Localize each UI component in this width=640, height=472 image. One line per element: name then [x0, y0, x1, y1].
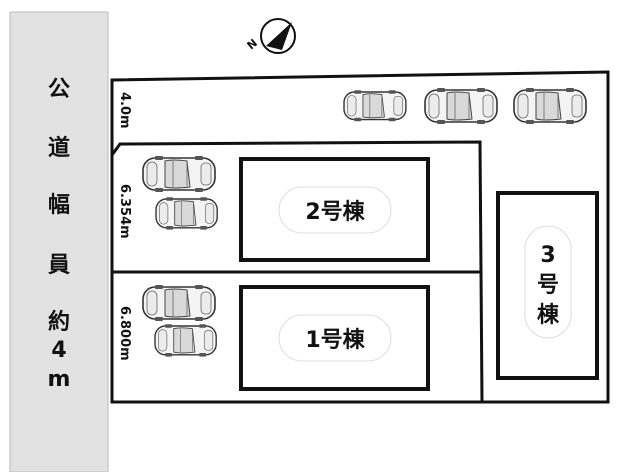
car-icon — [343, 89, 407, 122]
road-label-char: 4 — [51, 338, 66, 363]
road-label: 公 道 幅 員 約 4 m — [47, 77, 70, 392]
building-2: 2号棟 — [239, 157, 430, 262]
road-label-char: 幅 — [48, 193, 70, 218]
building-2-label: 2号棟 — [305, 199, 365, 225]
building-3: 3 号 棟 — [496, 191, 599, 380]
dimension-bottom-lot: 6.800m — [117, 306, 132, 361]
building-3-label-char: 号 — [537, 273, 559, 298]
site-boundary — [110, 70, 610, 404]
road-label-char: m — [48, 367, 71, 392]
car-icon — [142, 155, 216, 193]
public-road — [9, 11, 109, 472]
north-arrow-icon: N — [245, 18, 296, 54]
car-icon — [154, 323, 217, 358]
road-label-char: 約 — [48, 309, 70, 335]
car-icon — [424, 87, 498, 125]
building-1-label: 1号棟 — [305, 327, 365, 353]
car-icon — [513, 87, 587, 125]
car-icon — [142, 284, 216, 322]
road-label-char: 員 — [47, 253, 70, 278]
road-label-char: 道 — [48, 135, 70, 161]
svg-text:N: N — [245, 36, 260, 52]
building-3-label-char: 棟 — [537, 302, 560, 328]
building-3-label-char: 3 — [540, 243, 555, 268]
road-label-char: 公 — [48, 77, 70, 102]
building-1: 1号棟 — [239, 285, 430, 391]
dimension-top-strip: 4.0m — [117, 92, 132, 129]
dimension-middle-lot: 6.354m — [117, 184, 132, 239]
car-icon — [155, 196, 218, 231]
